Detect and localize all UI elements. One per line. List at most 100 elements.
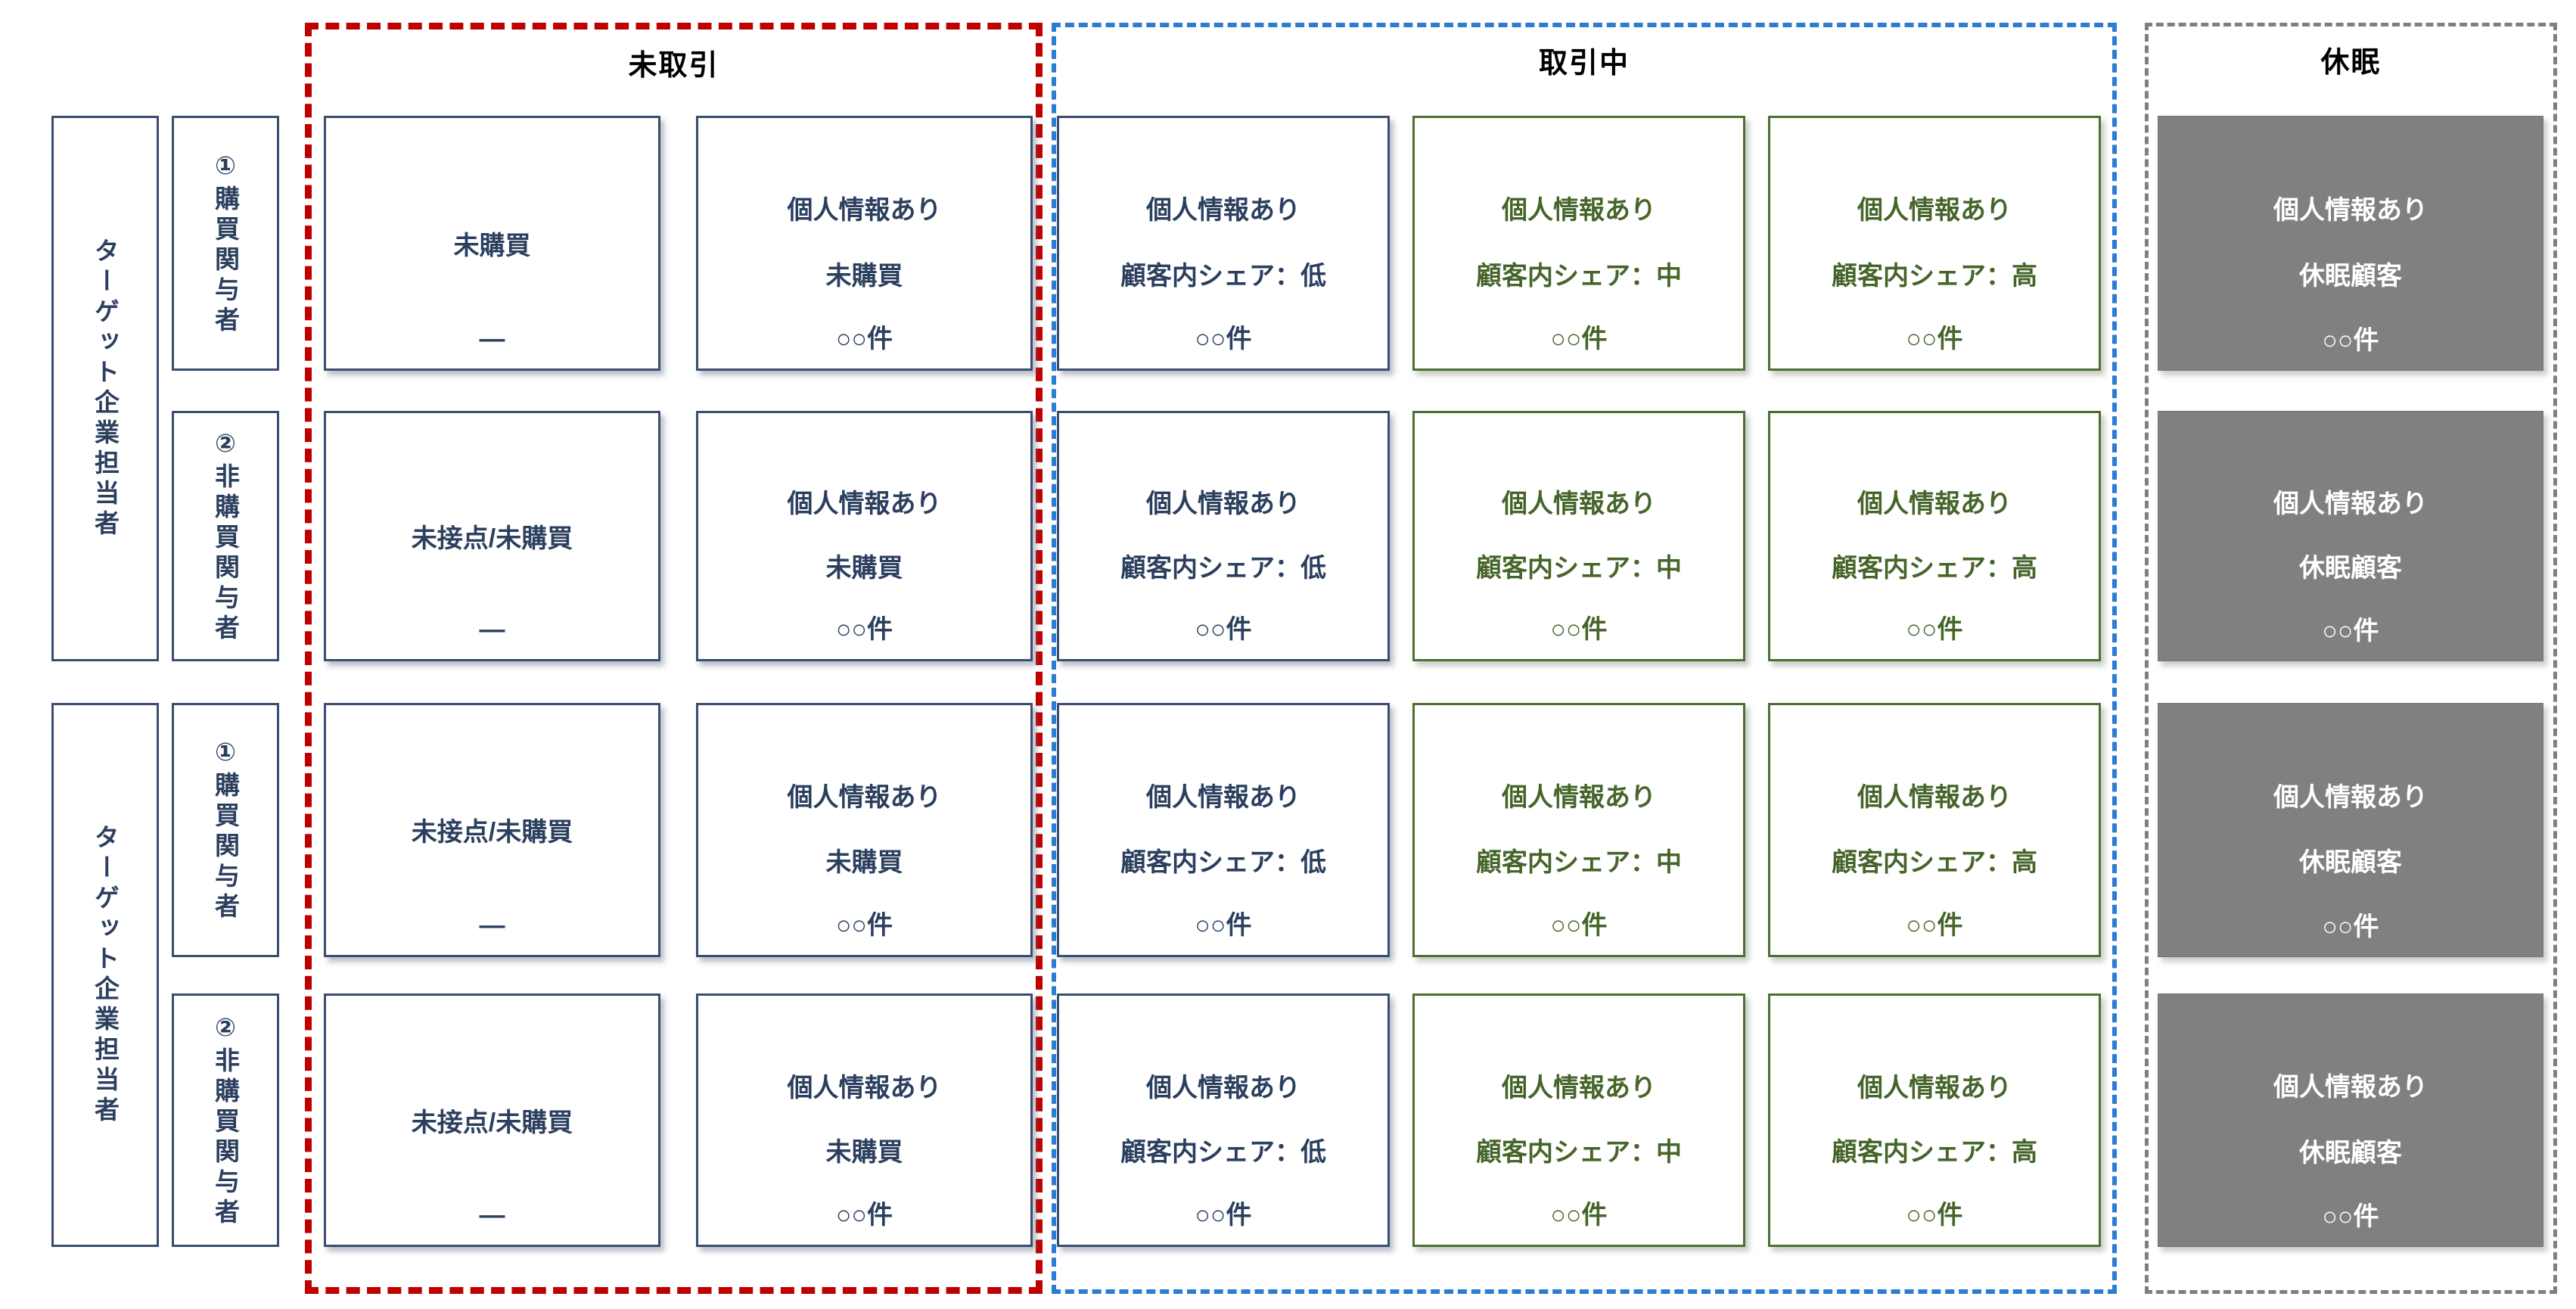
cell-count: ○○件 [835,325,893,353]
cell-text: 顧客内シェア：高 [1832,553,2037,583]
cell-text: 個人情報あり [1502,783,1656,813]
cell-r2-personal-info-not-purchased: 個人情報あり 未購買 ○○件 [696,411,1033,661]
cell-text: 個人情報あり [2273,1073,2428,1102]
row-group-2-label-box: ターゲット企業担当者 [51,703,159,1247]
cell-text: 未購買 [825,1138,903,1168]
cell-count: ○○件 [1906,911,1963,940]
cell-text: 個人情報あり [1502,196,1656,225]
cell-text: 未購買 [825,847,903,877]
cell-text: 個人情報あり [2273,782,2428,812]
row-group-1-label-box: ターゲット企業担当者 [51,116,159,661]
column-group-dormant-title: 休眠 [2320,47,2382,79]
cell-text: 個人情報あり [787,783,942,813]
row-group-2-label: ターゲット企業担当者 [91,823,120,1127]
cell-r1-dormant: 個人情報あり 休眠顧客 ○○件 [2158,116,2543,371]
cell-count: ○○件 [1550,1201,1608,1230]
cell-text: 個人情報あり [2273,489,2428,518]
cell-count: ○○件 [1195,325,1252,353]
cell-text: 顧客内シェア：高 [1832,847,2037,877]
cell-r3-no-contact-not-purchased: 未接点/未購買 — [324,703,660,957]
cell-text: 顧客内シェア：低 [1120,1138,1326,1168]
cell-r2-share-mid: 個人情報あり 顧客内シェア：中 ○○件 [1412,411,1745,661]
cell-text: 未購買 [825,553,903,583]
cell-count: ○○件 [1195,1201,1252,1230]
cell-r2-share-high: 個人情報あり 顧客内シェア：高 ○○件 [1768,411,2101,661]
row-group-1-non-purchase-involved-label: ②非購買関与者 [211,428,240,645]
cell-r1-share-high: 個人情報あり 顧客内シェア：高 ○○件 [1768,116,2101,371]
row-group-2-non-purchase-involved-label: ②非購買関与者 [211,1012,240,1229]
cell-r3-share-mid: 個人情報あり 顧客内シェア：中 ○○件 [1412,703,1745,957]
cell-text: 休眠顧客 [2299,554,2402,583]
cell-r4-share-low: 個人情報あり 顧客内シェア：低 ○○件 [1057,993,1390,1247]
cell-text: 個人情報あり [1502,1073,1656,1102]
cell-text: 個人情報あり [1857,1073,2012,1102]
cell-text: 顧客内シェア：中 [1476,553,1682,583]
cell-text: 休眠顧客 [2299,262,2402,291]
cell-count: ○○件 [2322,1202,2379,1231]
cell-r1-share-mid: 個人情報あり 顧客内シェア：中 ○○件 [1412,116,1745,371]
column-group-trading-frame: 取引中 [1052,23,2117,1294]
cell-r2-no-contact-not-purchased: 未接点/未購買 — [324,411,660,661]
column-group-untraded-title: 未取引 [628,50,719,82]
column-group-untraded-frame: 未取引 [305,23,1043,1294]
cell-count: ○○件 [1550,615,1608,644]
cell-text: 休眠顧客 [2299,848,2402,878]
cell-text: 個人情報あり [2273,195,2428,225]
cell-text: 個人情報あり [1146,1073,1300,1102]
cell-count: ○○件 [1550,325,1608,353]
cell-r4-share-mid: 個人情報あり 顧客内シェア：中 ○○件 [1412,993,1745,1247]
cell-count: ○○件 [1195,911,1252,940]
cell-r3-share-low: 個人情報あり 顧客内シェア：低 ○○件 [1057,703,1390,957]
cell-count: ○○件 [1906,1201,1963,1230]
column-group-trading-title: 取引中 [1538,48,1630,79]
cell-text: 顧客内シェア：中 [1476,847,1682,877]
cell-text: 個人情報あり [1146,783,1300,813]
cell-count: — [479,615,505,644]
cell-text: 顧客内シェア：低 [1120,847,1326,877]
cell-count: ○○件 [835,1201,893,1230]
cell-r3-dormant: 個人情報あり 休眠顧客 ○○件 [2158,703,2543,957]
row-group-2-non-purchase-involved-box: ②非購買関与者 [172,993,279,1247]
cell-text: 顧客内シェア：低 [1120,553,1326,583]
cell-text: 休眠顧客 [2299,1138,2402,1168]
cell-text: 個人情報あり [1857,783,2012,813]
cell-text: 顧客内シェア：低 [1120,261,1326,291]
cell-count: ○○件 [2322,326,2379,355]
cell-count: ○○件 [835,615,893,644]
cell-count: ○○件 [1906,325,1963,353]
cell-r3-personal-info-not-purchased: 個人情報あり 未購買 ○○件 [696,703,1033,957]
cell-r4-personal-info-not-purchased: 個人情報あり 未購買 ○○件 [696,993,1033,1247]
cell-count: — [479,325,505,353]
cell-r3-share-high: 個人情報あり 顧客内シェア：高 ○○件 [1768,703,2101,957]
cell-count: — [479,911,505,940]
cell-count: ○○件 [2322,617,2379,645]
cell-text: 未接点/未購買 [411,818,573,847]
cell-r2-dormant: 個人情報あり 休眠顧客 ○○件 [2158,411,2543,661]
cell-text: 個人情報あり [1146,490,1300,519]
cell-count: ○○件 [2322,913,2379,941]
row-group-1-purchase-involved-label: ①購買関与者 [211,150,240,337]
cell-text: 未購買 [825,261,903,291]
cell-count: ○○件 [835,911,893,940]
row-group-1-label: ターゲット企業担当者 [91,237,120,540]
row-group-1-non-purchase-involved-box: ②非購買関与者 [172,411,279,661]
cell-text: 個人情報あり [787,196,942,225]
cell-text: 個人情報あり [1857,196,2012,225]
cell-r4-no-contact-not-purchased: 未接点/未購買 — [324,993,660,1247]
cell-text: 顧客内シェア：高 [1832,1138,2037,1168]
cell-r2-share-low: 個人情報あり 顧客内シェア：低 ○○件 [1057,411,1390,661]
cell-text: 個人情報あり [787,490,942,519]
cell-text: 未接点/未購買 [411,1108,573,1137]
cell-r4-share-high: 個人情報あり 顧客内シェア：高 ○○件 [1768,993,2101,1247]
cell-r4-dormant: 個人情報あり 休眠顧客 ○○件 [2158,993,2543,1247]
row-group-2-purchase-involved-label: ①購買関与者 [211,737,240,923]
cell-count: — [479,1201,505,1230]
row-group-2-purchase-involved-box: ①購買関与者 [172,703,279,957]
cell-r1-not-purchased: 未購買 — [324,116,660,371]
cell-r1-share-low: 個人情報あり 顧客内シェア：低 ○○件 [1057,116,1390,371]
cell-count: ○○件 [1195,615,1252,644]
cell-text: 個人情報あり [1502,490,1656,519]
cell-text: 未接点/未購買 [411,524,573,553]
cell-text: 顧客内シェア：高 [1832,261,2037,291]
cell-count: ○○件 [1550,911,1608,940]
